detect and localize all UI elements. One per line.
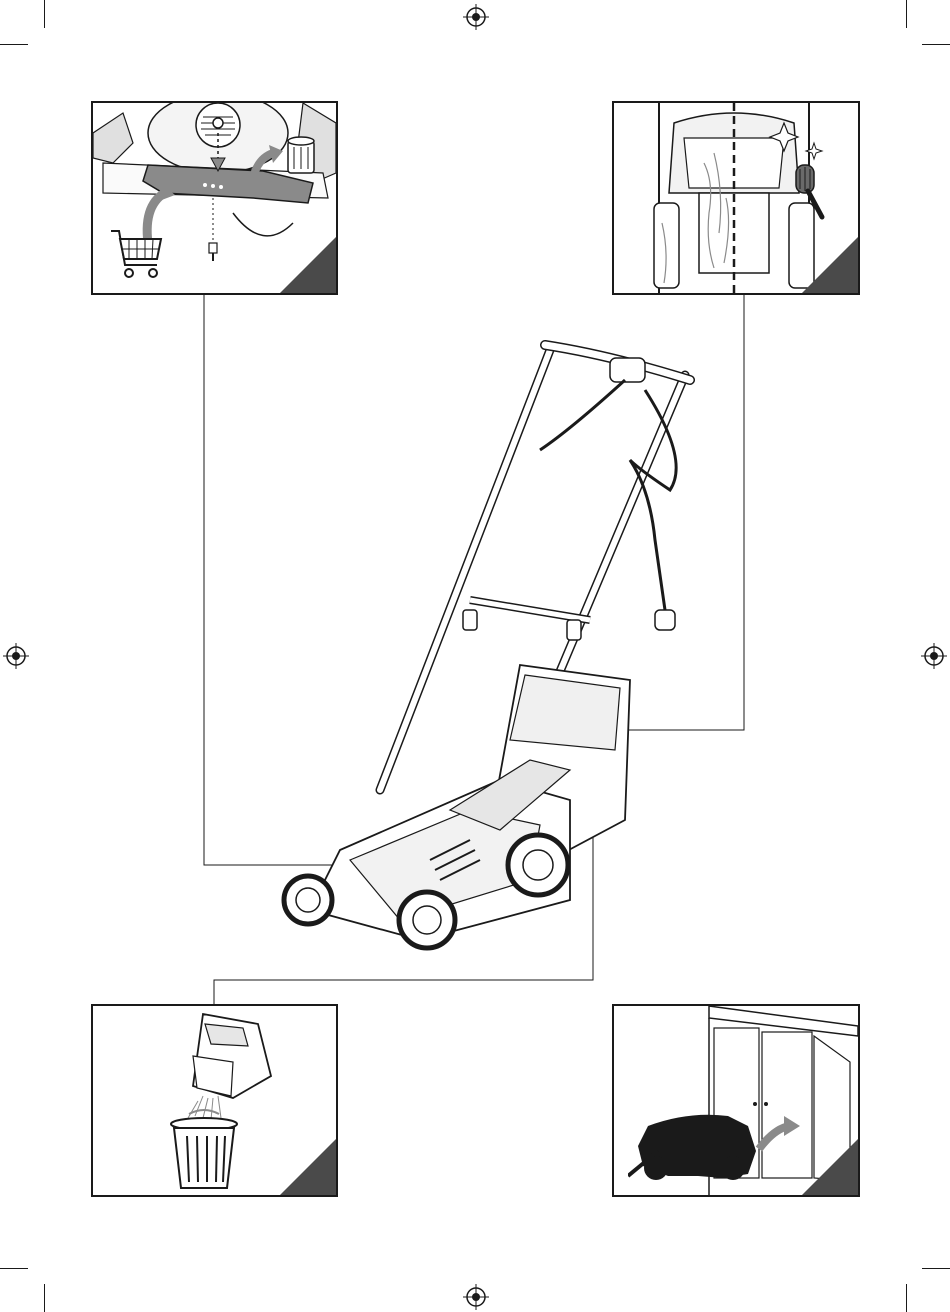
shopping-cart-icon [109,227,165,285]
corner-tab [280,237,336,293]
panel-empty-grass-box [91,1004,338,1197]
trash-bin-icon [169,1106,239,1194]
mower-silhouette-icon [628,1106,768,1186]
panel-blade-replacement [91,101,338,295]
arrow-icon [754,1114,804,1154]
lawn-mower-illustration [270,320,710,960]
corner-tab [802,1139,858,1195]
panel-storage-shed [612,1004,860,1197]
brush-icon [792,161,832,221]
panel-cleaning-underside [612,101,860,295]
corner-tab [280,1139,336,1195]
corner-tab [802,237,858,293]
